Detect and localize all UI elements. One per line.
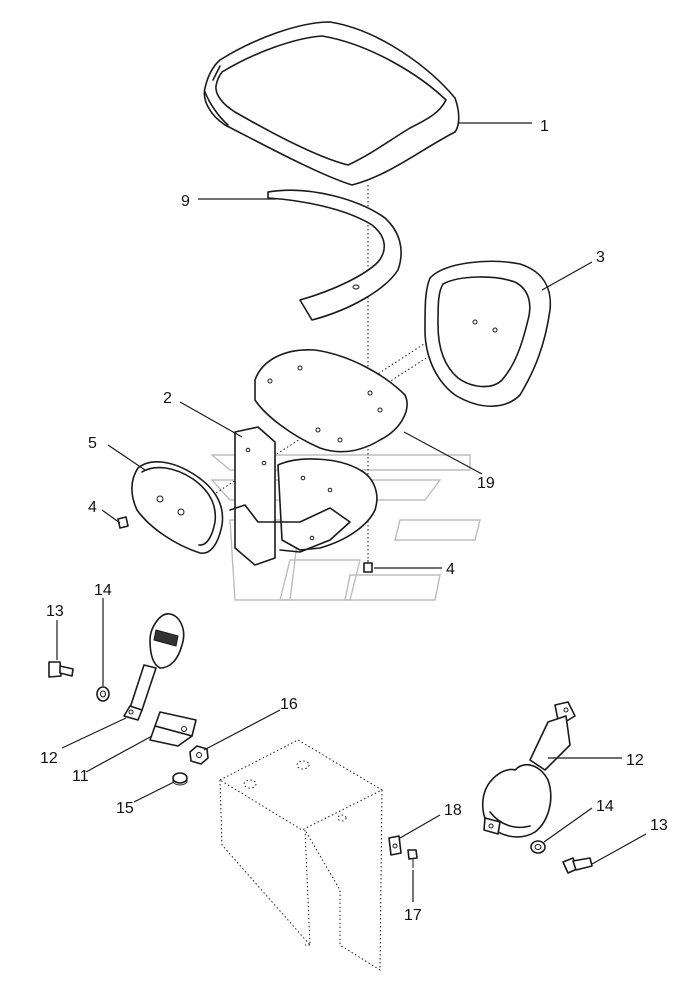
callout-clip: 18 <box>444 802 462 819</box>
callout-nut-lower: 15 <box>116 800 134 817</box>
screw-upper <box>117 516 129 529</box>
nut-upper <box>189 745 209 765</box>
washer-right <box>530 840 546 854</box>
callout-seat-cushion: 1 <box>540 118 549 135</box>
bolt-left <box>48 661 74 678</box>
backrest-cushion <box>424 260 552 407</box>
armrest-pad <box>131 461 224 554</box>
callout-washer-right: 14 <box>596 798 614 815</box>
backrest-frame <box>229 426 378 566</box>
callout-bracket: 11 <box>72 768 89 785</box>
nut-lower <box>172 772 188 786</box>
callout-belt-buckle: 12 <box>40 750 58 767</box>
bolt-right <box>562 857 593 874</box>
screw-small <box>407 849 418 868</box>
belt-buckle <box>123 613 185 721</box>
callout-bolt-right: 13 <box>650 817 668 834</box>
clip <box>388 835 402 856</box>
callout-seat-plate: 19 <box>477 475 495 492</box>
callout-armrest-pad: 5 <box>88 435 97 452</box>
seat-plate <box>254 349 408 453</box>
callout-backrest-cushion: 3 <box>596 249 605 266</box>
callout-washer-left: 14 <box>94 582 112 599</box>
callout-backrest-frame: 2 <box>163 390 172 407</box>
seat-cushion <box>203 21 460 186</box>
leader-lines <box>56 122 647 902</box>
callout-nut-upper: 16 <box>280 696 298 713</box>
bracket <box>149 711 197 747</box>
callout-trim-strip: 9 <box>181 193 190 210</box>
callout-screw-lower: 4 <box>446 561 455 578</box>
callout-screw-upper: 4 <box>88 499 97 516</box>
callout-bolt-left: 13 <box>46 603 64 620</box>
washer-left <box>96 686 110 702</box>
callout-retractor: 12 <box>626 752 644 769</box>
trim-strip <box>267 189 402 321</box>
callout-screw-small: 17 <box>404 907 422 924</box>
seat-base-box <box>218 739 384 971</box>
retractor <box>481 701 576 838</box>
callout-labels: 1 9 3 2 5 4 19 4 13 14 12 11 16 15 12 18… <box>40 118 668 924</box>
screw-lower <box>363 560 373 573</box>
